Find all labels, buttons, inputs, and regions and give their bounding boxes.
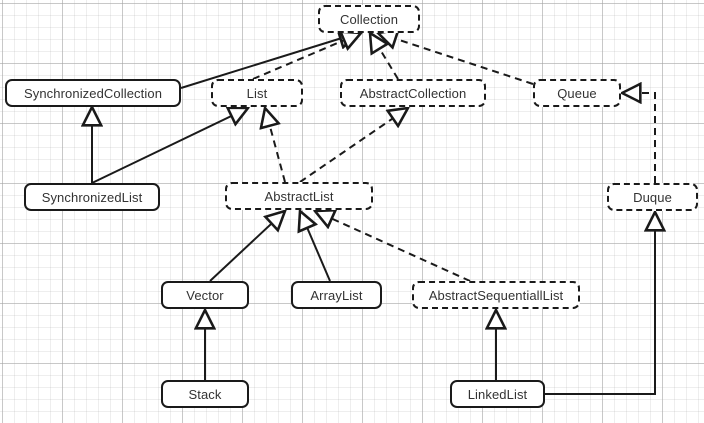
edge-abstractcollection-collection [370, 33, 399, 80]
node-label: Duque [633, 189, 672, 205]
node-abstractcollection[interactable]: AbstractCollection [340, 79, 486, 107]
edge-abstractlist-abstractcollection [299, 108, 408, 183]
node-abstractsequentiallist[interactable]: AbstractSequentiallList [412, 281, 580, 309]
node-list[interactable]: List [211, 79, 303, 107]
node-label: Collection [339, 11, 399, 27]
node-abstractlist[interactable]: AbstractList [225, 182, 373, 210]
node-stack[interactable]: Stack [161, 380, 249, 408]
node-label: Queue [557, 85, 597, 101]
edge-duque-queue [622, 93, 656, 183]
node-label: AbstractSequentiallList [428, 287, 564, 303]
node-queue[interactable]: Queue [533, 79, 621, 107]
edge-linkedlist-duque [545, 212, 655, 395]
edge-vector-abstractlist [209, 211, 285, 282]
node-label: ArrayList [310, 287, 363, 303]
edge-arraylist-abstractlist [300, 211, 331, 282]
node-synchronizedlist[interactable]: SynchronizedList [24, 183, 160, 211]
node-label: LinkedList [467, 386, 528, 402]
node-vector[interactable]: Vector [161, 281, 249, 309]
node-label: Stack [188, 386, 222, 402]
node-synchronizedcollection[interactable]: SynchronizedCollection [5, 79, 181, 107]
node-label: AbstractList [264, 188, 334, 204]
edge-synchronizedcollection-collection [180, 33, 358, 89]
node-label: SynchronizedCollection [23, 85, 163, 101]
node-label: AbstractCollection [359, 85, 467, 101]
node-label: SynchronizedList [41, 189, 143, 205]
node-label: List [246, 85, 268, 101]
edge-queue-collection [378, 33, 534, 85]
node-linkedlist[interactable]: LinkedList [450, 380, 545, 408]
node-arraylist[interactable]: ArrayList [291, 281, 382, 309]
node-label: Vector [186, 287, 224, 303]
edge-synchronizedlist-list [91, 108, 248, 184]
edge-abstractlist-list [265, 108, 286, 183]
node-duque[interactable]: Duque [607, 183, 698, 211]
node-collection[interactable]: Collection [318, 5, 420, 33]
edge-list-collection [252, 33, 361, 80]
edge-abstractsequentiallist-abstractlist [315, 211, 471, 282]
